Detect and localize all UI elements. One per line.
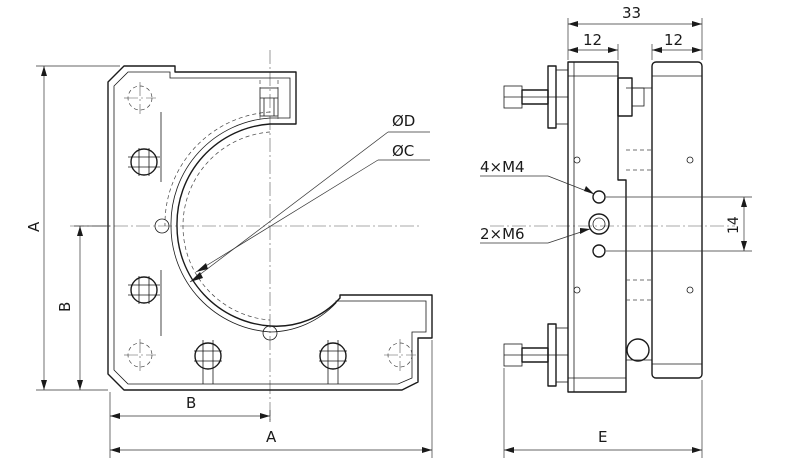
side-rear-plate <box>651 61 703 379</box>
bracket-inner-outline <box>113 71 427 385</box>
adjuster-bottom-left <box>194 340 222 384</box>
label-dim-a-horizontal: A <box>266 428 277 446</box>
adjuster-left-upper <box>128 148 160 176</box>
thread-hole-m4-upper <box>592 190 606 204</box>
diameter-d-leader <box>189 131 389 283</box>
label-dim-33: 33 <box>622 4 641 22</box>
thread-hole-m4-lower <box>592 244 606 258</box>
label-thread-m4: 4×M4 <box>480 158 525 176</box>
diameter-c-leader <box>195 159 379 273</box>
label-dim-e: E <box>598 428 607 446</box>
adjuster-left-lower <box>128 276 160 304</box>
side-main-plate <box>567 61 627 393</box>
bottom-adjuster-knob <box>503 323 650 387</box>
adjuster-bottom-right <box>319 340 347 384</box>
label-thread-m6: 2×M6 <box>480 225 525 243</box>
label-dim-12-right: 12 <box>664 31 683 49</box>
label-dim-14: 14 <box>726 216 742 234</box>
top-adjuster-knob <box>503 65 645 129</box>
side-view: 4×M4 2×M6 14 33 12 12 E <box>480 4 752 458</box>
label-dim-b-vertical: B <box>56 302 74 312</box>
thread-hole-m6 <box>588 213 610 235</box>
pin-bottom <box>262 325 278 341</box>
pin-left <box>154 218 170 234</box>
label-dim-b-horizontal: B <box>186 394 196 412</box>
bore-hidden-edge <box>182 131 271 321</box>
label-diameter-c: ØC <box>392 142 414 160</box>
front-view: ØD ØC A B B A <box>25 50 433 458</box>
label-dim-12-left: 12 <box>583 31 602 49</box>
bore-hidden-outer <box>164 111 271 227</box>
label-dim-a-vertical: A <box>25 221 43 232</box>
label-diameter-d: ØD <box>392 112 415 130</box>
